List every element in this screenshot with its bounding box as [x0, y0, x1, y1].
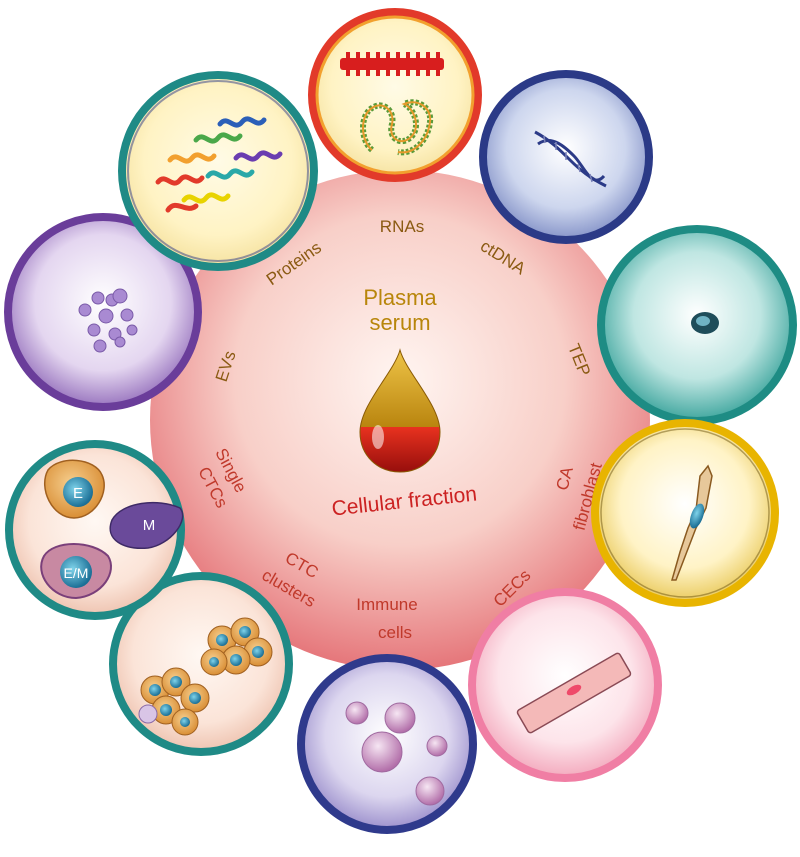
- immune-cells-bubble: [297, 654, 477, 834]
- ctc-cluster-icon: [138, 617, 273, 736]
- endothelial-cell-icon: [516, 652, 632, 734]
- ca-fibroblast-bubble: [591, 419, 779, 607]
- rna-strand-icon: [340, 52, 444, 156]
- cecs-bubble: [468, 588, 662, 782]
- immune-label: Immune: [356, 595, 417, 614]
- mesenchymal-tag: M: [143, 517, 156, 534]
- dna-helix-icon: [534, 130, 607, 188]
- evs-bubble: [4, 213, 202, 411]
- proteins-bubble: [118, 71, 318, 271]
- mesenchymal-cell: M: [109, 501, 184, 549]
- hybrid-tag: E/M: [64, 565, 89, 581]
- extracellular-vesicles-icon: [78, 288, 138, 353]
- immune-cells-icon: [345, 701, 448, 806]
- rnas-bubble: [308, 8, 482, 182]
- rnas-label: RNAs: [380, 217, 424, 236]
- plasma-label: Plasma: [363, 285, 437, 310]
- ctdna-bubble: [479, 70, 653, 244]
- ctc-clusters-bubble: [109, 572, 293, 756]
- epithelial-cell: E: [43, 459, 105, 519]
- platelet-icon: [691, 312, 719, 334]
- cells-label: cells: [378, 623, 412, 642]
- fibroblast-icon: [671, 464, 713, 581]
- hybrid-cell: E/M: [40, 543, 112, 600]
- protein-structure-icon: [155, 116, 283, 213]
- tep-bubble: [597, 225, 797, 425]
- single-ctcs-bubble: E M E/M: [5, 440, 185, 620]
- single-ctc-icon: E M E/M: [40, 459, 184, 600]
- serum-label: serum: [369, 310, 430, 335]
- epithelial-tag: E: [73, 485, 83, 502]
